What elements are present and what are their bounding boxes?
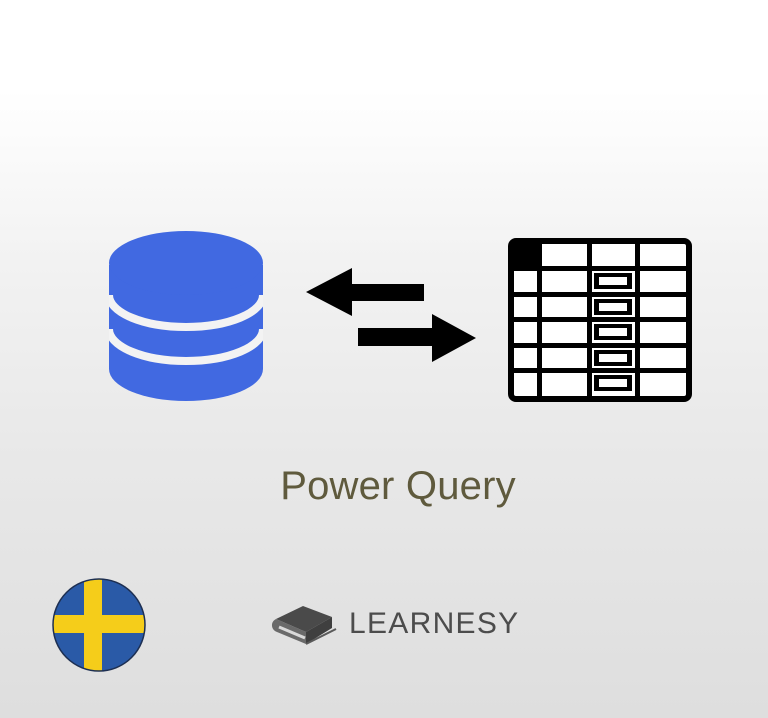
brand-logo: LEARNESY [270, 596, 520, 652]
brand-name: LEARNESY [349, 607, 520, 640]
book-icon [271, 606, 337, 645]
page-title: Power Query [280, 464, 516, 508]
swap-arrows-icon [306, 268, 476, 362]
table-icon [508, 238, 692, 402]
database-icon [109, 231, 263, 401]
sweden-flag-icon [52, 578, 146, 672]
